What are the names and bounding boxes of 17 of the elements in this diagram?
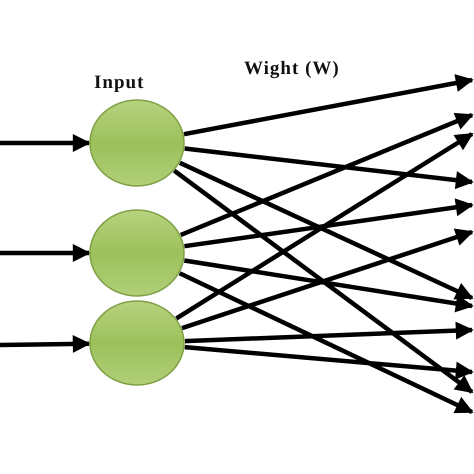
arrow (184, 146, 474, 190)
arrow (184, 198, 474, 248)
arrow (180, 112, 474, 238)
arrow (178, 160, 474, 300)
arrow (0, 134, 91, 152)
layer-label: Input (94, 72, 144, 94)
arrow (184, 344, 474, 380)
arrow (178, 271, 474, 414)
arrow (181, 228, 474, 330)
arrow (175, 132, 474, 320)
arrow (184, 322, 474, 344)
arrow (172, 168, 474, 394)
arrow (184, 258, 474, 312)
arrow (0, 244, 91, 262)
arrow (0, 334, 91, 353)
layer-label: Wight (W) (244, 58, 340, 80)
arrow (184, 74, 474, 136)
